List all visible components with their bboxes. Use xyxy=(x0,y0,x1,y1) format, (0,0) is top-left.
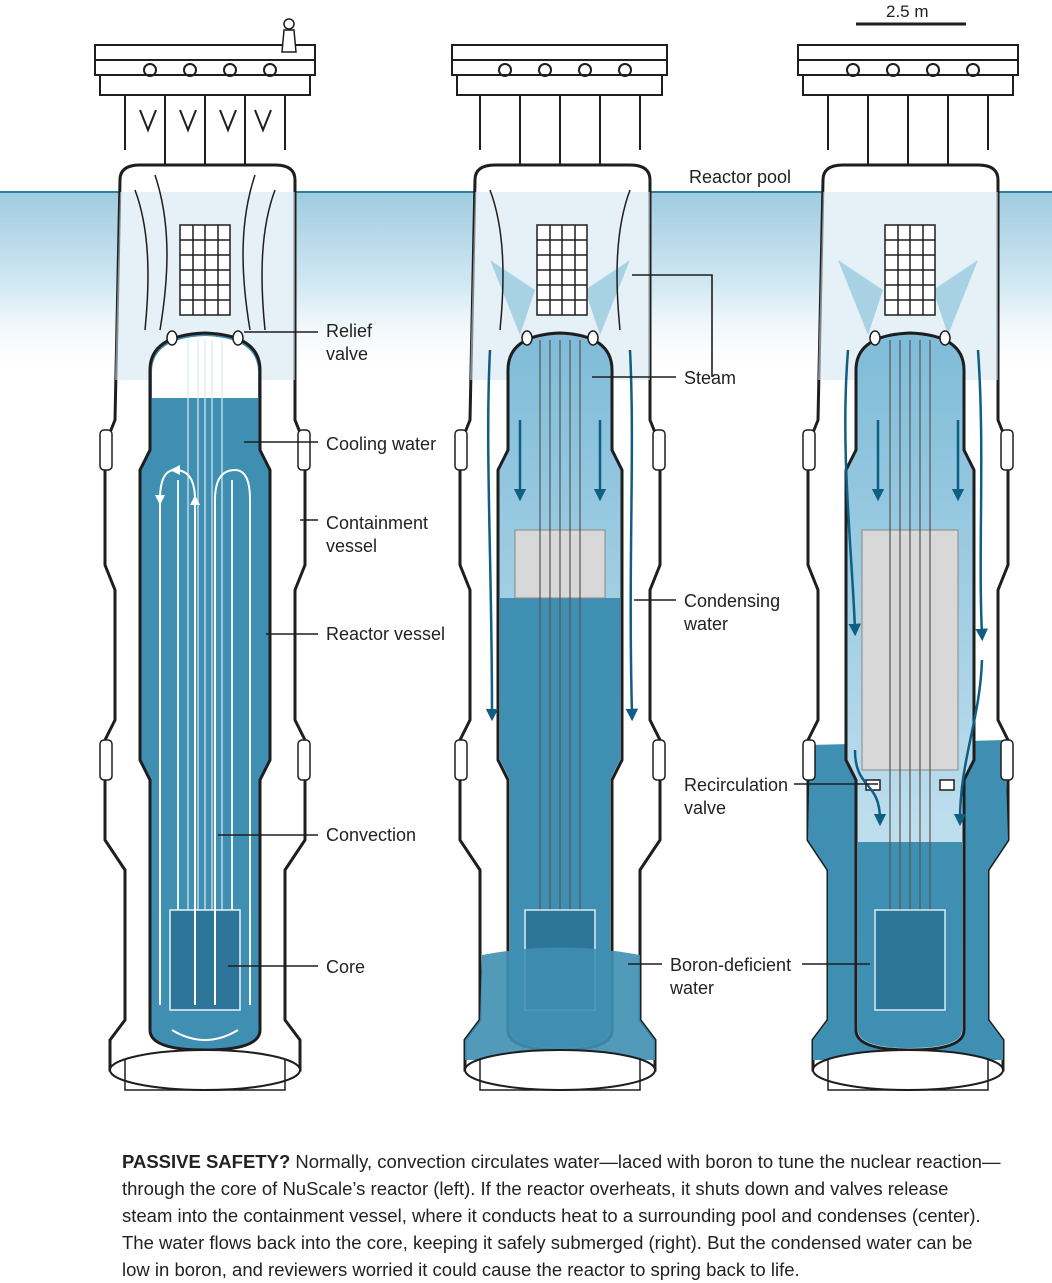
label-reactor-vessel: Reactor vessel xyxy=(326,623,445,646)
label-condensing-water-line2: water xyxy=(684,613,780,636)
reactor-left xyxy=(95,19,315,1090)
label-condensing-water: Condensing water xyxy=(684,590,780,636)
label-containment-vessel-line2: vessel xyxy=(326,535,428,558)
label-relief-valve-line1: Relief xyxy=(326,320,372,343)
label-boron-deficient-water: Boron-deficient water xyxy=(670,954,791,1000)
label-condensing-water-line1: Condensing xyxy=(684,590,780,613)
label-core: Core xyxy=(326,956,365,979)
label-cooling-water: Cooling water xyxy=(326,433,436,456)
label-convection: Convection xyxy=(326,824,416,847)
caption-heading: PASSIVE SAFETY? xyxy=(122,1151,290,1172)
figure-caption: PASSIVE SAFETY? Normally, convection cir… xyxy=(122,1148,1002,1283)
reactor-right xyxy=(798,45,1018,1090)
nuscale-reactor-diagram xyxy=(0,0,1052,1120)
label-boron-deficient-water-line2: water xyxy=(670,977,791,1000)
label-containment-vessel-line1: Containment xyxy=(326,512,428,535)
control-rod-drive-grid xyxy=(180,225,230,315)
top-frame xyxy=(95,45,315,170)
label-reactor-pool: Reactor pool xyxy=(689,166,791,189)
person-figure xyxy=(282,19,296,52)
label-recirculation-valve: Recirculation valve xyxy=(684,774,788,820)
reactor-center xyxy=(452,45,667,1090)
scale-label: 2.5 m xyxy=(886,0,929,23)
label-relief-valve: Relief valve xyxy=(326,320,372,366)
label-containment-vessel: Containment vessel xyxy=(326,512,428,558)
core-left xyxy=(170,910,240,1010)
label-boron-deficient-water-line1: Boron-deficient xyxy=(670,954,791,977)
label-steam: Steam xyxy=(684,367,736,390)
label-relief-valve-line2: valve xyxy=(326,343,372,366)
label-recirculation-valve-line1: Recirculation xyxy=(684,774,788,797)
label-recirculation-valve-line2: valve xyxy=(684,797,788,820)
